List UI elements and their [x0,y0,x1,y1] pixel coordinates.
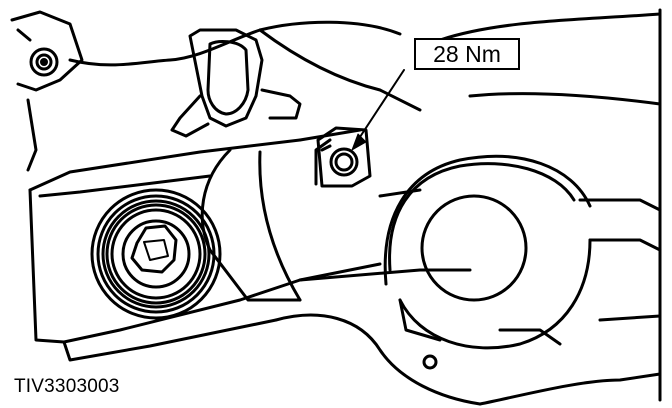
lower-right-housing [274,8,662,406]
figure-id-label: TIV3303003 [14,376,120,397]
sensor-connector [170,28,302,138]
lower-left-frame [62,318,278,362]
torque-value: 28 Nm [433,40,501,67]
stud-top-left [29,47,59,77]
mounting-bracket [28,128,472,344]
upper-left-housing [10,10,84,172]
torque-leader-arrow [351,69,405,151]
left-pulley-hex-bolt [130,224,178,274]
bracket-bolt-assembly [314,126,372,188]
torque-callout: 28 Nm [414,38,520,70]
left-pulley [90,188,222,320]
upper-contour [68,12,662,112]
right-pulley [383,154,662,350]
